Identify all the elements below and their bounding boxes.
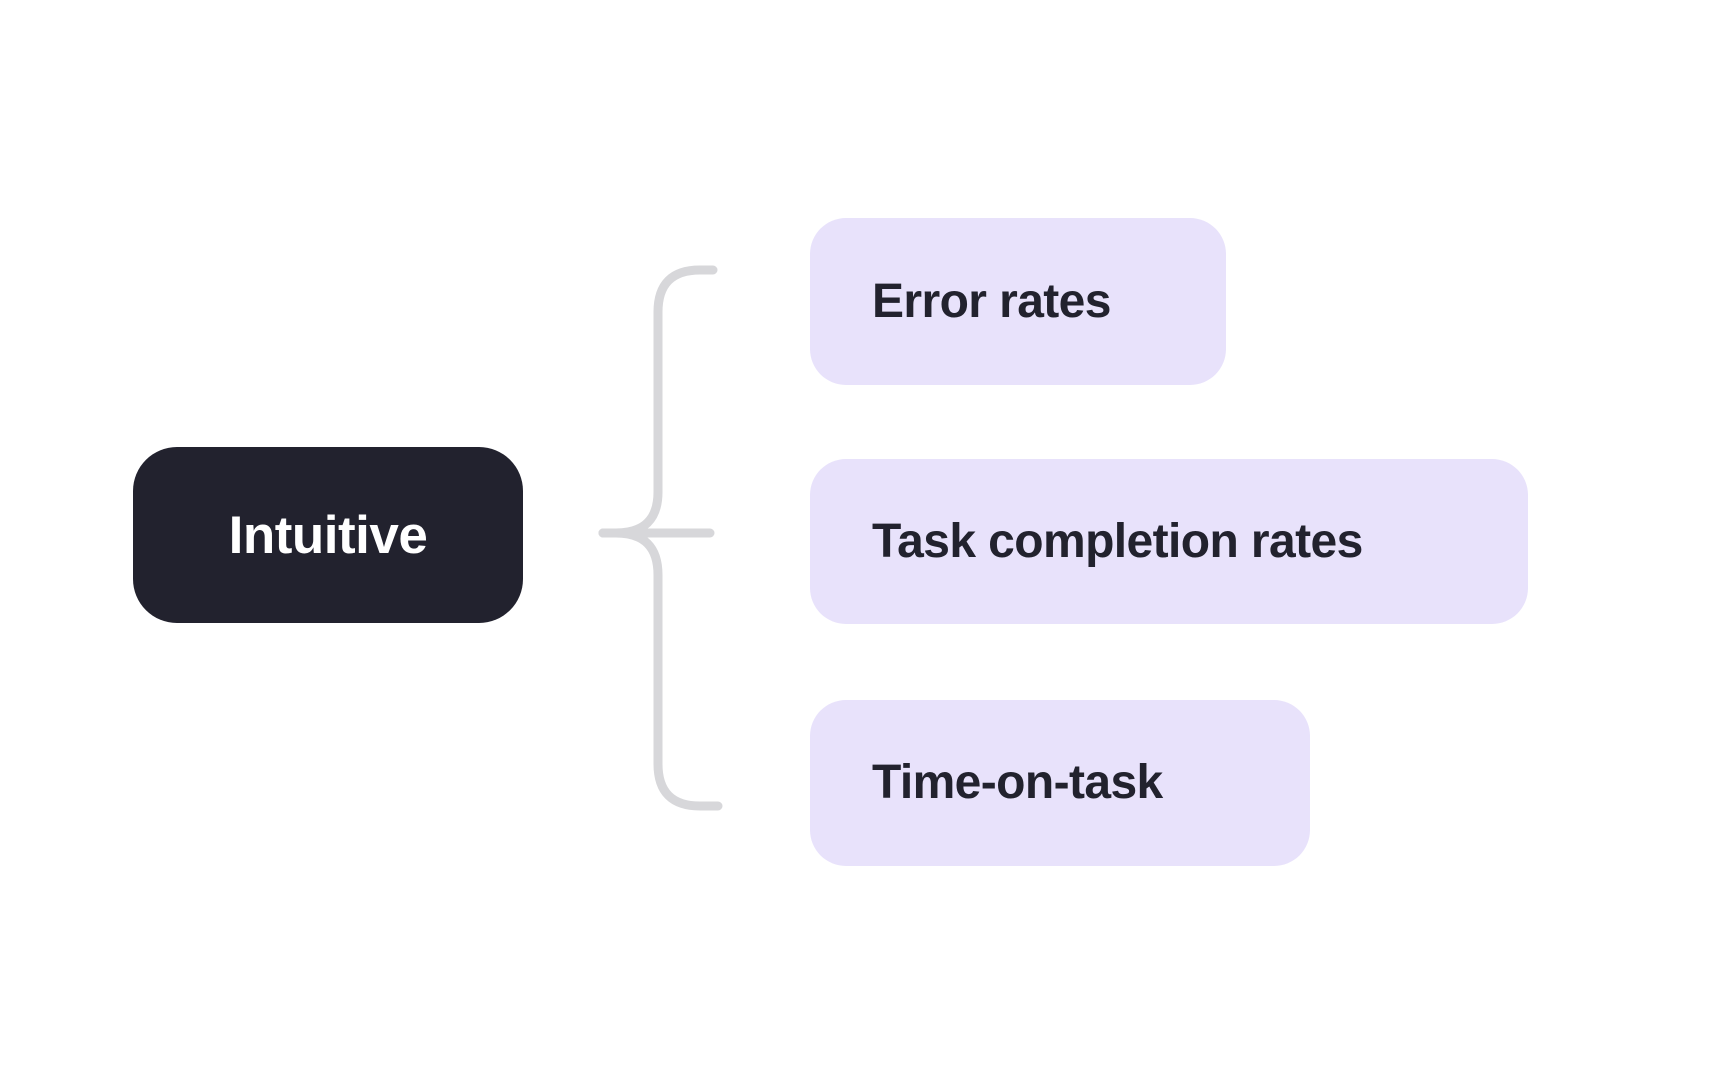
child-node-label: Time-on-task <box>872 756 1163 809</box>
bracket-upper-arm <box>598 265 718 538</box>
root-node-intuitive[interactable]: Intuitive <box>133 447 523 623</box>
child-node-label: Error rates <box>872 274 1111 328</box>
child-node-error-rates[interactable]: Error rates <box>810 218 1226 385</box>
child-node-label: Task completion rates <box>872 514 1363 568</box>
child-node-time-on-task[interactable]: Time-on-task <box>810 700 1310 866</box>
bracket-lower-arm <box>598 528 723 811</box>
child-node-task-completion-rates[interactable]: Task completion rates <box>810 459 1528 624</box>
root-node-label: Intuitive <box>228 505 428 565</box>
